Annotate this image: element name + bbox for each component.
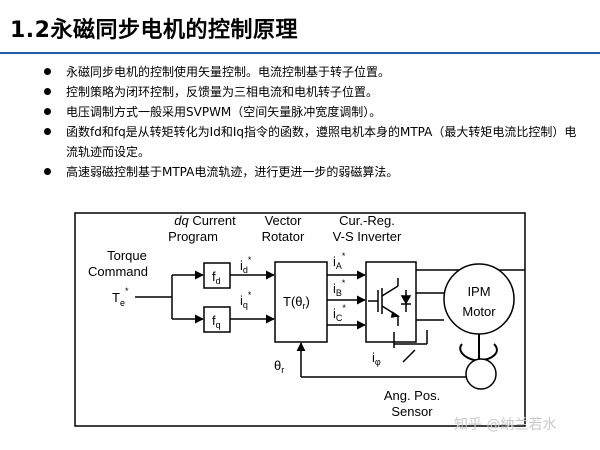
- bullet-dot-icon: [44, 168, 51, 175]
- bullet-dot-icon: [44, 88, 51, 95]
- theta-label: θr: [274, 358, 284, 375]
- rotator-label: Rotator: [262, 229, 305, 244]
- id-ref-label: id*: [240, 255, 252, 275]
- bullet-item: 高速弱磁控制基于MTPA电流轨迹，进行更进一步的弱磁算法。: [44, 162, 584, 182]
- inverter-block: [365, 261, 417, 343]
- vector-rotator-block: [274, 261, 328, 343]
- fq-label: fq: [212, 313, 221, 330]
- motor-label: Motor: [462, 304, 496, 319]
- bullet-item: 电压调制方式一般采用SVPWM（空间矢量脉冲宽度调制）。: [44, 102, 584, 122]
- bullet-dot-icon: [44, 68, 51, 75]
- program-label: Program: [168, 229, 218, 244]
- fd-block: [203, 262, 231, 289]
- bullet-text: 永磁同步电机的控制使用矢量控制。电流控制基于转子位置。: [66, 65, 391, 79]
- iphi-label: iφ: [372, 350, 381, 367]
- ipm-motor-icon: [443, 263, 515, 335]
- ia-ref-label: iA*: [333, 251, 346, 271]
- bullet-item: 控制策略为闭环控制，反馈量为三相电流和电机转子位置。: [44, 82, 584, 102]
- cur-reg-label: Cur.-Reg.: [339, 213, 395, 228]
- torque-label: Torque: [107, 248, 147, 263]
- igbt-icon: [368, 278, 412, 326]
- dq-current-label: dq Current: [174, 213, 236, 228]
- ang-pos-label: Ang. Pos.: [384, 388, 440, 403]
- bullet-text: 高速弱磁控制基于MTPA电流轨迹，进行更进一步的弱磁算法。: [66, 165, 399, 179]
- fd-label: fd: [212, 269, 221, 286]
- diagram-border: [74, 212, 526, 427]
- bullet-item: 永磁同步电机的控制使用矢量控制。电流控制基于转子位置。: [44, 62, 584, 82]
- position-sensor-icon: [465, 358, 497, 390]
- te-label: Te*: [112, 286, 129, 308]
- sensor-label: Sensor: [391, 404, 433, 419]
- bullet-dot-icon: [44, 128, 51, 135]
- bullet-text: 函数fd和fq是从转矩转化为Id和Iq指令的函数，遵照电机本身的MTPA（最大转…: [66, 125, 577, 159]
- page-title: 1.2永磁同步电机的控制原理: [10, 18, 298, 43]
- current-feedback-slash: [402, 349, 416, 363]
- watermark: 知乎 @納兰若水: [454, 417, 557, 433]
- bullet-item: 函数fd和fq是从转矩转化为Id和Iq指令的函数，遵照电机本身的MTPA（最大转…: [44, 122, 584, 162]
- command-label: Command: [88, 264, 148, 279]
- vs-inverter-label: V-S Inverter: [333, 229, 402, 244]
- bullet-text: 电压调制方式一般采用SVPWM（空间矢量脉冲宽度调制）。: [66, 105, 382, 119]
- bullet-text: 控制策略为闭环控制，反馈量为三相电流和电机转子位置。: [66, 85, 379, 99]
- ib-ref-label: iB*: [333, 278, 346, 298]
- ipm-label: IPM: [467, 284, 490, 299]
- bullet-dot-icon: [44, 108, 51, 115]
- rotator-function-label: T(θr): [283, 294, 310, 311]
- bullet-list: 永磁同步电机的控制使用矢量控制。电流控制基于转子位置。 控制策略为闭环控制，反馈…: [44, 62, 584, 182]
- title-divider: [0, 52, 600, 54]
- vector-label: Vector: [265, 213, 303, 228]
- ic-ref-label: iC*: [333, 303, 346, 323]
- iq-ref-label: iq*: [240, 290, 252, 310]
